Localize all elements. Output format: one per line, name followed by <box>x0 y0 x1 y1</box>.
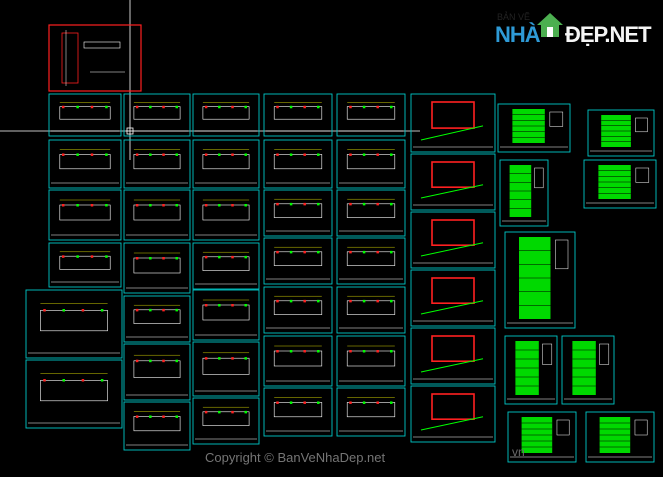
plan-sheet[interactable] <box>336 387 406 437</box>
plan-sheet[interactable] <box>25 359 123 429</box>
plan-sheet[interactable] <box>192 139 260 189</box>
plan-sheet[interactable] <box>123 242 191 294</box>
drawing-sheets-group <box>25 93 657 463</box>
plan-sheet[interactable] <box>123 295 191 343</box>
plan-sheet[interactable] <box>123 401 191 451</box>
plan-sheet[interactable] <box>336 139 406 189</box>
plan-sheet[interactable] <box>263 139 333 189</box>
plan-sheet[interactable] <box>336 286 406 334</box>
plan-sheet[interactable] <box>123 139 191 189</box>
plan-sheet[interactable] <box>263 237 333 285</box>
copyright-watermark: Copyright © BanVeNhaDep.net <box>205 450 386 465</box>
plan-sheet[interactable] <box>48 242 122 288</box>
plan-sheet[interactable] <box>48 189 122 241</box>
schedule-sheet[interactable] <box>504 335 558 405</box>
plan-sheet[interactable] <box>263 93 333 137</box>
section-sheet[interactable] <box>410 269 496 327</box>
schedule-sheet[interactable] <box>499 159 549 227</box>
plan-sheet[interactable] <box>123 189 191 241</box>
plan-sheet[interactable] <box>192 189 260 241</box>
logo-text-dep: ĐẸP.NET <box>565 22 652 47</box>
schedule-sheet[interactable] <box>504 231 576 329</box>
vn-watermark: vn <box>512 445 525 459</box>
plan-sheet[interactable] <box>192 242 260 290</box>
plan-sheet[interactable] <box>48 93 122 137</box>
title-block-sheet[interactable] <box>48 24 142 92</box>
plan-sheet[interactable] <box>123 343 191 401</box>
plan-sheet[interactable] <box>263 335 333 387</box>
schedule-sheet[interactable] <box>561 335 615 405</box>
plan-sheet[interactable] <box>192 397 260 445</box>
plan-sheet[interactable] <box>192 93 260 137</box>
section-sheet[interactable] <box>410 211 496 269</box>
logo-text-nha: NHÀ <box>495 22 541 47</box>
plan-sheet[interactable] <box>25 289 123 359</box>
section-sheet[interactable] <box>410 327 496 385</box>
plan-sheet[interactable] <box>263 189 333 237</box>
schedule-sheet[interactable] <box>585 411 655 463</box>
plan-sheet[interactable] <box>263 387 333 437</box>
plan-sheet[interactable] <box>192 341 260 397</box>
plan-sheet[interactable] <box>192 289 260 341</box>
plan-sheet[interactable] <box>263 286 333 334</box>
plan-sheet[interactable] <box>336 93 406 137</box>
plan-sheet[interactable] <box>123 93 191 137</box>
plan-sheet[interactable] <box>336 189 406 237</box>
section-sheet[interactable] <box>410 153 496 211</box>
schedule-sheet[interactable] <box>507 411 577 463</box>
plan-sheet[interactable] <box>336 237 406 285</box>
site-logo: BẢN VẼ NHÀ ĐẸP.NET <box>495 8 655 48</box>
plan-sheet[interactable] <box>48 139 122 189</box>
logo-subtitle: BẢN VẼ <box>497 12 531 22</box>
schedule-sheet[interactable] <box>497 103 571 153</box>
house-icon <box>537 13 563 37</box>
plan-sheet[interactable] <box>336 335 406 387</box>
schedule-sheet[interactable] <box>587 109 655 157</box>
section-sheet[interactable] <box>410 93 496 153</box>
section-sheet[interactable] <box>410 385 496 443</box>
schedule-sheet[interactable] <box>583 159 657 209</box>
